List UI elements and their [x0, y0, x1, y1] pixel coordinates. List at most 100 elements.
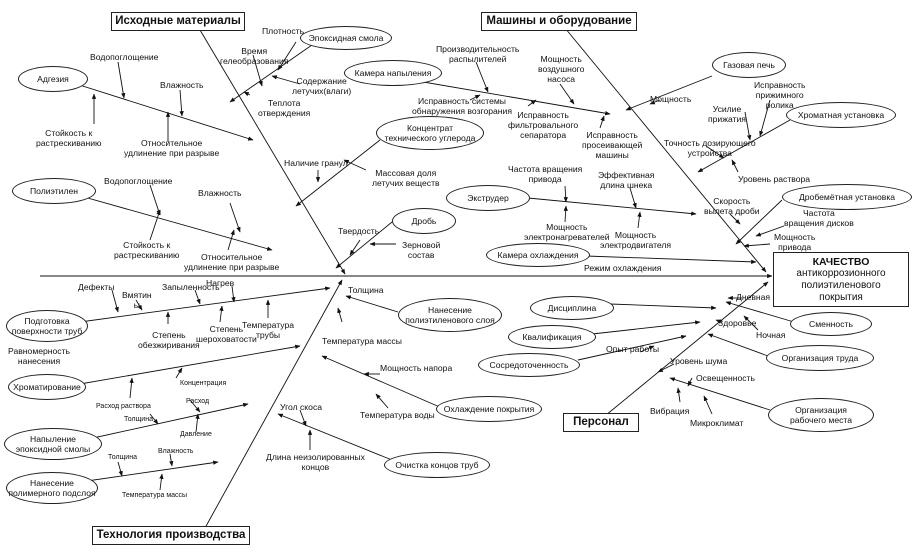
label-defects: Дефекты	[78, 282, 115, 292]
label-thickness-1: Толщина	[348, 285, 384, 295]
label-health: Здоровье	[718, 318, 757, 328]
label-water-absorption-1: Водопоглощение	[90, 52, 159, 62]
oval-shot: Дробь	[392, 208, 456, 234]
label-density: Плотность	[262, 26, 305, 36]
bone-machines	[564, 27, 767, 273]
label-humidity-3: Влажность	[158, 448, 194, 455]
label-day-shift: Дневная	[736, 292, 771, 302]
oval-polyethylene: Полиэтилен	[12, 178, 96, 204]
label-power: Мощность	[650, 94, 692, 104]
label-thickness-2: Толщина	[124, 416, 153, 423]
category-machines: Машины и оборудование	[481, 12, 637, 31]
label-thickness-3: Толщина	[108, 454, 137, 461]
oval-qualification: Квалификация	[508, 325, 596, 349]
result-line4: покрытия	[819, 292, 863, 303]
bone-technology	[204, 279, 343, 529]
oval-extruder: Экструдер	[446, 185, 530, 211]
oval-shift: Сменность	[790, 312, 872, 336]
oval-chromating: Хроматирование	[8, 374, 86, 400]
label-heating: Нагрев	[206, 278, 235, 288]
label-bevel-angle: Угол скоса	[280, 402, 323, 412]
label-noise: Уровень шума	[670, 356, 728, 366]
label-water-absorption-2: Водопоглощение	[104, 176, 173, 186]
label-mass-temperature-small: Температура массы	[122, 492, 188, 499]
label-humidity-1: Влажность	[160, 80, 204, 90]
oval-discipline: Дисциплина	[530, 296, 614, 320]
label-granules: Наличие гранул	[284, 158, 348, 168]
label-hardness: Твердость	[338, 226, 380, 236]
label-solution-level: Уровень раствора	[738, 174, 811, 184]
category-materials: Исходные материалы	[111, 12, 245, 31]
label-dust: Запыленность	[162, 282, 220, 292]
label-water-temperature: Температура воды	[360, 410, 435, 420]
oval-cooling-chamber: Камера охлаждения	[486, 243, 590, 267]
oval-pipe-ends: Очистка концов труб	[384, 452, 490, 478]
oval-chrome-unit: Хроматная установка	[786, 102, 896, 128]
oval-epoxy: Эпоксидная смола	[300, 26, 392, 50]
category-technology: Технология производства	[92, 526, 250, 545]
result-line2: антикоррозионного	[796, 268, 886, 279]
label-jet-power: Мощность напора	[380, 363, 453, 373]
oval-shot-blast: Дробемётная установка	[782, 184, 912, 210]
label-cooling-mode: Режим охлаждения	[584, 263, 662, 273]
oval-concentration: Сосредоточенность	[478, 353, 580, 377]
oval-labor-org: Организация труда	[766, 345, 874, 371]
oval-spray-chamber: Камера напыления	[344, 60, 442, 86]
label-pressure: Давление	[180, 431, 212, 438]
oval-adhesion: Адгезия	[18, 66, 88, 92]
oval-gas-oven: Газовая печь	[712, 52, 786, 78]
label-vibration: Вибрация	[650, 406, 690, 416]
bone-personnel	[599, 281, 769, 421]
category-personnel: Персонал	[563, 413, 639, 432]
oval-coating-cooling: Охлаждение покрытия	[436, 396, 542, 422]
label-concentration: Концентрация	[180, 380, 227, 387]
label-flow: Расход	[186, 398, 210, 405]
result-title: КАЧЕСТВО	[812, 256, 870, 268]
label-microclimate: Микроклимат	[690, 418, 744, 428]
result-quality-box: КАЧЕСТВО антикоррозионного полиэтиленово…	[773, 252, 909, 307]
label-solution-flow: Расход раствора	[96, 403, 151, 410]
result-line3: полиэтиленового	[801, 280, 881, 291]
label-humidity-2: Влажность	[198, 188, 242, 198]
label-night-shift: Ночная	[756, 330, 786, 340]
label-mass-temperature: Температура массы	[322, 336, 402, 346]
label-experience: Опыт работы	[606, 344, 660, 354]
label-lighting: Освещенность	[696, 373, 755, 383]
